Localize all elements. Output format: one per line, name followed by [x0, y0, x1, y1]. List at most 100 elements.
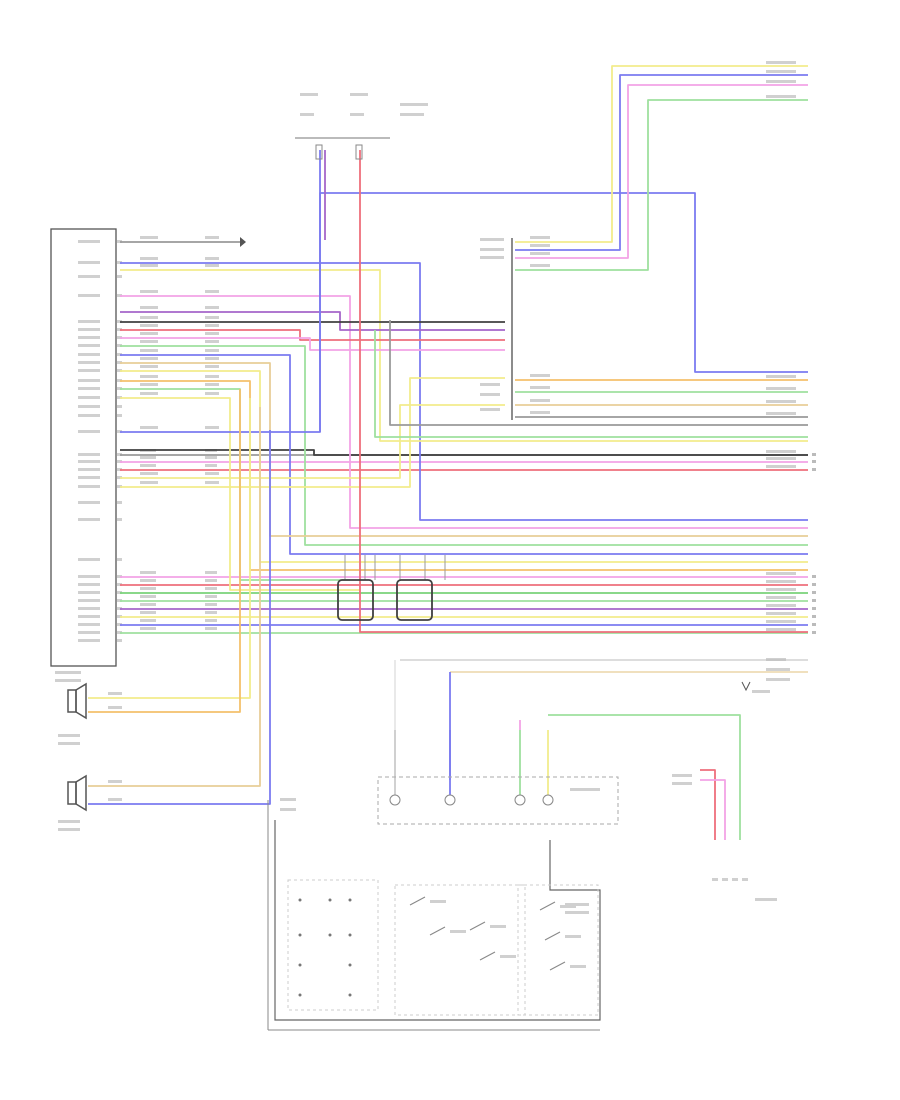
switch-block-right [517, 884, 599, 1016]
clockspring-contact [444, 794, 456, 806]
wire-top-right-blue [515, 74, 808, 251]
wire-color-label [140, 264, 158, 267]
module-pin-name [78, 599, 100, 602]
splice-pack-left [337, 579, 374, 621]
circuit-number-label [205, 290, 219, 293]
wire-color-label [140, 481, 158, 484]
wire-left-speaker-pos [88, 398, 251, 699]
wire-color-label [140, 236, 158, 239]
connector-pin-label [766, 588, 796, 591]
wire-color-label [140, 257, 158, 260]
circuit-number-label [205, 472, 219, 475]
wire-top-right-pink [515, 84, 808, 259]
module-pin-name [78, 607, 100, 610]
module-pin-number [117, 468, 122, 471]
wire-blue-fuse [120, 192, 808, 433]
switch-label [450, 930, 466, 933]
wire-color-label [140, 392, 158, 395]
wire-color-label [140, 603, 156, 606]
module-pin-number [117, 460, 122, 463]
circuit-number-label [205, 464, 217, 467]
switch-contact [328, 898, 332, 902]
module-pin-name [78, 430, 100, 433]
connector-label [480, 408, 500, 411]
connector-pin-number [812, 615, 816, 618]
module-pin-name [78, 485, 100, 488]
module-pin-name [78, 353, 100, 356]
splice-pack-right [396, 579, 433, 621]
module-pin-number [117, 639, 122, 642]
connector-pin-label [766, 612, 796, 615]
fuse-element [315, 144, 323, 160]
wire-yellow-low [120, 397, 360, 591]
horn-relay-label [672, 774, 692, 777]
cruise-switch-block [394, 884, 526, 1016]
circuit-number-label [205, 392, 219, 395]
circuit-number-label [205, 603, 217, 606]
switch-contact [348, 963, 352, 967]
circuit-number-label [205, 264, 219, 267]
connector-pin-number [812, 468, 816, 471]
wire-color-label [530, 236, 550, 239]
connector-pin-label [766, 375, 796, 378]
module-pin-number [117, 558, 122, 561]
wire-color-label [140, 579, 156, 582]
wire-pink [120, 295, 808, 529]
module-pin-name [78, 518, 100, 521]
wire-violet [120, 311, 505, 331]
module-pin-number [117, 396, 122, 399]
module-pin-name [78, 361, 100, 364]
module-pin-name [78, 583, 100, 586]
wire-color-label [108, 692, 122, 695]
connector-pin-label [766, 668, 790, 671]
circuit-number-label [205, 236, 219, 239]
connector-label [480, 256, 504, 259]
connector-pin-label [766, 604, 796, 607]
wire-color-label [140, 306, 158, 309]
module-pin-labels [55, 61, 816, 968]
module-pin-number [117, 430, 122, 433]
right-front-speaker-icon [67, 781, 77, 805]
wire-color-label [140, 340, 158, 343]
module-pin-name [78, 369, 100, 372]
connector-pin-label [766, 678, 790, 681]
clockspring-box [377, 776, 619, 825]
module-pin-name [78, 558, 100, 561]
wire-color-label [140, 472, 158, 475]
circuit-number-label [205, 324, 219, 327]
module-pin-number [117, 476, 122, 479]
circuit-number-label [205, 587, 217, 590]
module-pin-number [117, 379, 122, 382]
wire-black [120, 449, 808, 456]
clockspring-label [570, 788, 600, 791]
left-front-speaker-icon [67, 689, 77, 713]
wire-fuse-feed-right [359, 150, 808, 633]
module-pin-number [117, 518, 122, 521]
wire-color-label [140, 332, 158, 335]
fuse-rating [350, 113, 364, 116]
connector-pin-label [766, 412, 796, 415]
fuse-label [350, 93, 368, 96]
clockspring-contact [542, 794, 554, 806]
module-pin-name [78, 294, 100, 297]
module-pin-number [117, 607, 122, 610]
wire-blue-mid [120, 354, 808, 555]
circuit-number-label [205, 332, 219, 335]
circuit-number-label [205, 365, 219, 368]
module-pin-name [78, 379, 100, 382]
module-pin-name [78, 623, 100, 626]
module-pin-number [117, 328, 122, 331]
steering-switch-label [565, 911, 589, 914]
module-pin-name [78, 396, 100, 399]
module-pin-number [117, 336, 122, 339]
connector-pin-number [812, 460, 816, 463]
module-pin-name [78, 453, 100, 456]
wire-color-label [108, 780, 122, 783]
fuse-label [300, 93, 318, 96]
switch-lever [479, 951, 496, 961]
circuit-number-label [205, 306, 219, 309]
pin-label [732, 878, 738, 881]
switch-lever [544, 931, 561, 941]
wire-lightgreen-mid [120, 345, 808, 546]
